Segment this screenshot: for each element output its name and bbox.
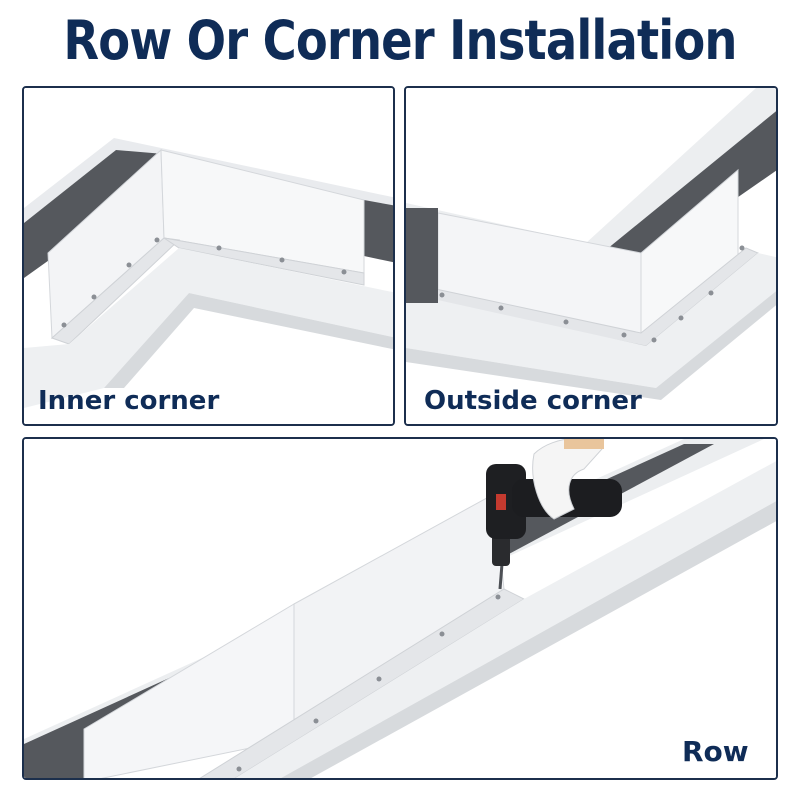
row-caption: Row bbox=[682, 735, 749, 768]
inner-corner-panel: Inner corner bbox=[22, 86, 395, 426]
screws bbox=[236, 594, 501, 772]
outside-corner-panel: Outside corner bbox=[404, 86, 778, 426]
white-glove-icon bbox=[532, 439, 604, 520]
inner-corner-caption: Inner corner bbox=[38, 386, 220, 416]
outside-corner-caption: Outside corner bbox=[424, 386, 642, 416]
screws bbox=[61, 237, 347, 328]
outside-corner-illustration bbox=[406, 88, 776, 424]
inner-corner-illustration bbox=[24, 88, 393, 424]
screws bbox=[439, 245, 745, 343]
row-illustration bbox=[24, 439, 776, 778]
row-panel: Row bbox=[22, 437, 778, 780]
page-title: Row Or Corner Installation bbox=[63, 8, 737, 72]
